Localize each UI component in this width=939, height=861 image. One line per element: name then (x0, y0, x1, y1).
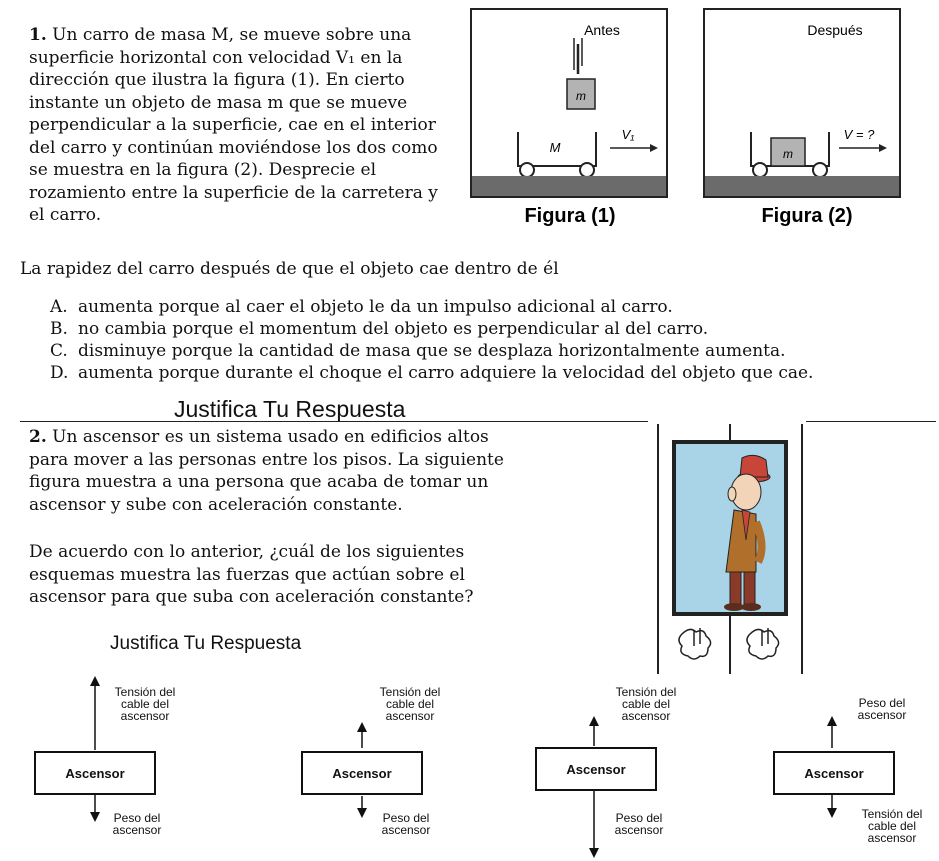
mass-m-label-after: m (783, 147, 793, 161)
diagram-2-top-label: Tensión del cable del ascensor (379, 685, 441, 723)
question-2-body: Un ascensor es un sistema usado en edifi… (29, 427, 504, 515)
mass-m-label: m (576, 89, 586, 103)
mass-m-box (566, 78, 596, 110)
figure-2-caption: Figura (2) (761, 205, 852, 227)
person-figure (724, 454, 771, 611)
question-1-stem: La rapidez del carro después de que el o… (20, 259, 559, 279)
diagram-3-top-label: Tensión del cable del ascensor (615, 685, 677, 723)
diagram-3-elevator-box: Ascensor (535, 747, 657, 791)
question-2-text: 2. Un ascensor es un sistema usado en ed… (29, 426, 509, 516)
figure-2-tag: Después (807, 22, 862, 38)
figure-2: Después m V = ? Figura (2) (703, 8, 901, 227)
ground-after (705, 176, 899, 196)
question-1-options: A.aumenta porque al caer el objeto le da… (50, 296, 813, 384)
question-1-justify-heading: Justifica Tu Respuesta (174, 396, 406, 422)
diagram-2-arrows (357, 722, 367, 818)
velocity-unknown-label: V = ? (844, 127, 875, 142)
diagram-4-top-label: Peso del ascensor (857, 696, 907, 722)
mass-m-in-cart (770, 137, 806, 167)
diagram-3-arrows (589, 716, 599, 858)
smoke-puff-left (678, 628, 712, 660)
smoke-puff-right (746, 628, 780, 660)
figure-1-caption: Figura (1) (524, 205, 615, 227)
option-c[interactable]: C.disminuye porque la cantidad de masa q… (50, 341, 786, 361)
diagram-1-bottom-label: Peso del ascensor (112, 811, 162, 837)
diagram-1-elevator-box: Ascensor (34, 751, 156, 795)
option-b[interactable]: B.no cambia porque el momentum del objet… (50, 319, 709, 339)
ground (472, 176, 666, 196)
question-1-text: 1. Un carro de masa M, se mueve sobre un… (29, 24, 447, 227)
cart-body (517, 132, 597, 167)
diagram-2-bottom-label: Peso del ascensor (381, 811, 431, 837)
mass-M-label: M (550, 140, 561, 155)
question-2-question: De acuerdo con lo anterior, ¿cuál de los… (29, 542, 474, 607)
divider-right (806, 421, 936, 422)
diagram-3-bottom-label: Peso del ascensor (614, 811, 664, 837)
option-d[interactable]: D.aumenta porque durante el choque el ca… (50, 363, 814, 383)
question-2-number: 2. (29, 427, 47, 447)
figure-1: Antes m M V₁ Figura (1) (470, 8, 668, 227)
question-1-body: Un carro de masa M, se mueve sobre una s… (29, 25, 438, 225)
velocity-label: V₁ (622, 127, 635, 142)
option-a[interactable]: A.aumenta porque al caer el objeto le da… (50, 297, 673, 317)
question-2-justify-heading: Justifica Tu Respuesta (110, 633, 302, 654)
divider-left (20, 421, 648, 422)
diagram-4-arrows (827, 716, 837, 818)
diagram-1-arrows (90, 676, 100, 822)
diagram-1-top-label: Tensión del cable del ascensor (114, 685, 176, 723)
diagram-2-elevator-box: Ascensor (301, 751, 423, 795)
diagram-4-bottom-label: Tensión del cable del ascensor (861, 807, 923, 845)
figure-1-tag: Antes (584, 22, 620, 38)
elevator-illustration (657, 424, 803, 674)
question-1-number: 1. (29, 25, 47, 45)
diagram-4-elevator-box: Ascensor (773, 751, 895, 795)
